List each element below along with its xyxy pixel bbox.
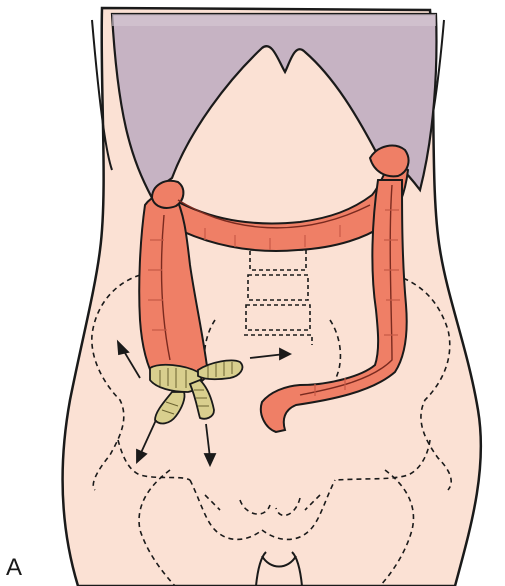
- transverse-colon: [158, 158, 410, 252]
- colon: [138, 144, 410, 434]
- torso-inner-left: [91, 19, 113, 171]
- panel-label: A: [6, 554, 23, 581]
- pubic-symphysis: [255, 551, 303, 586]
- colon-lumen-line: [160, 184, 393, 396]
- descending-colon: [259, 179, 408, 434]
- small-bowel-rings: [159, 362, 233, 415]
- pubic-bridge: [261, 555, 297, 568]
- hepatic-flexure: [150, 179, 185, 209]
- liver-top-fade: [112, 14, 436, 26]
- direction-arrows: [116, 339, 293, 468]
- colon-haustra: [148, 209, 400, 396]
- splenic-flexure: [368, 144, 410, 178]
